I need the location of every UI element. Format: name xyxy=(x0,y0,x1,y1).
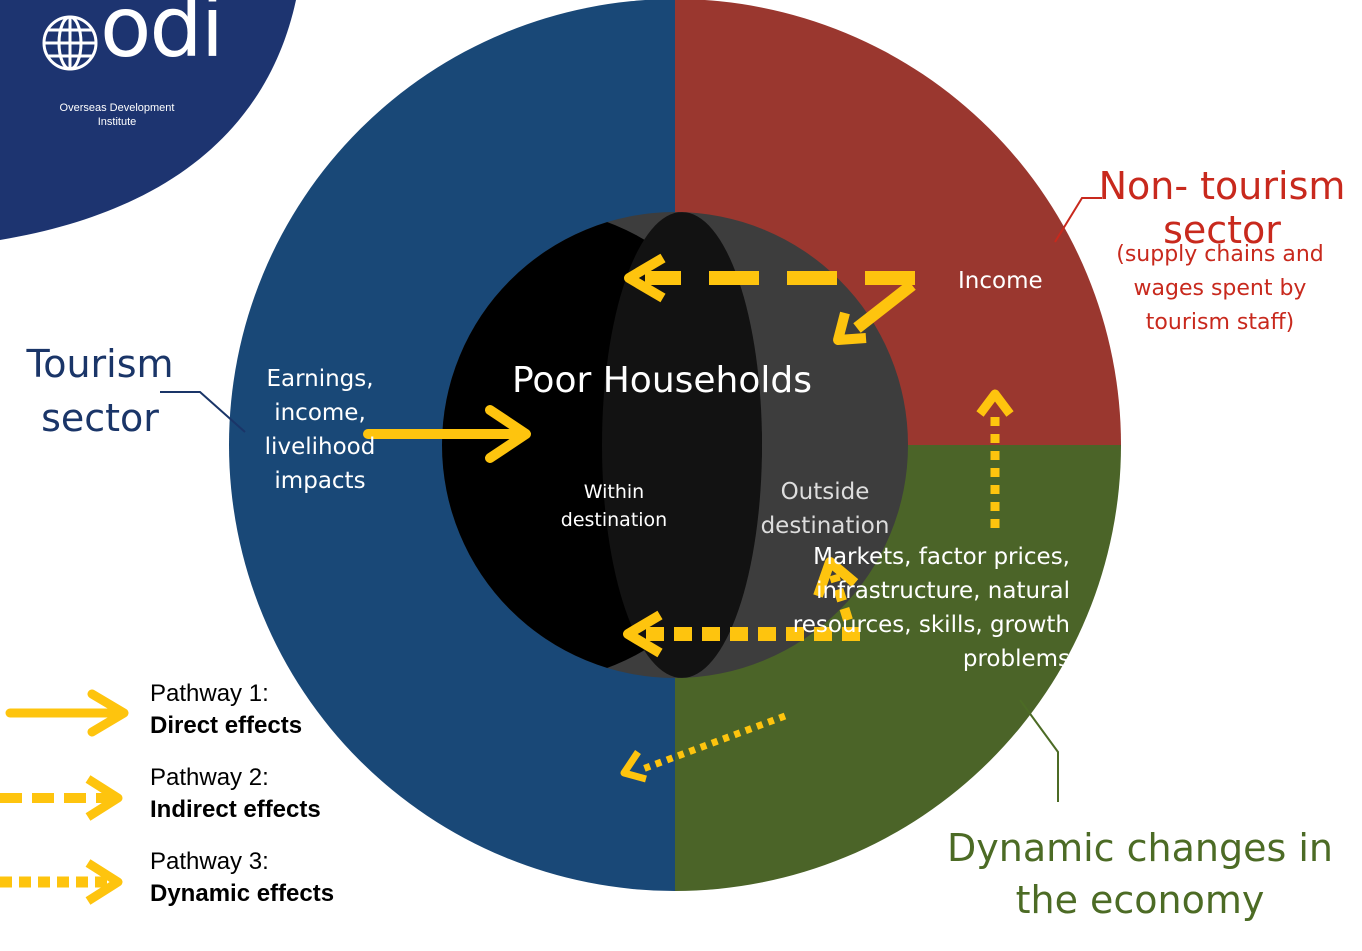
legend-solid-arrow-icon xyxy=(5,689,129,737)
legend-label: Pathway 2: xyxy=(150,764,269,791)
within-destination-label: Within destination xyxy=(560,481,668,531)
poor-households-title: Poor Households xyxy=(512,360,812,401)
dynamic-effect-arrows xyxy=(620,389,1014,783)
non-tourism-detail: (supply chains and wages spent by touris… xyxy=(1116,242,1324,335)
odi-subtitle-line2: Institute xyxy=(97,116,137,128)
markets-text: Markets, factor prices, infrastructure, … xyxy=(792,544,1070,672)
legend-item-pathway-3: Pathway 3: Dynamic effects xyxy=(150,846,410,910)
non-tourism-leader-line xyxy=(1054,197,1102,243)
legend-label: Pathway 1: xyxy=(150,680,269,707)
non-tourism-sector-label: Non- tourism sector xyxy=(1082,164,1362,252)
legend-description: Dynamic effects xyxy=(150,880,335,907)
tourism-sector-line2: sector xyxy=(41,396,159,440)
legend-item-pathway-2: Pathway 2: Indirect effects xyxy=(150,762,410,826)
legend-label: Pathway 3: xyxy=(150,848,269,875)
legend-dashed-arrow-icon xyxy=(0,775,123,821)
tourism-leader-line xyxy=(160,391,246,433)
globe-icon xyxy=(42,15,98,71)
dynamic-changes-label: Dynamic changes in the economy xyxy=(946,826,1334,922)
non-tourism-line1: Non- tourism xyxy=(1098,164,1346,208)
legend-description: Indirect effects xyxy=(150,796,321,823)
dynamic-leader-line xyxy=(1019,699,1059,802)
destination-overlap-lens xyxy=(602,212,762,678)
tourism-sector-line1: Tourism xyxy=(26,342,174,386)
outside-destination-label: Outside destination xyxy=(760,479,890,539)
income-text: Income xyxy=(958,268,1043,294)
indirect-effect-arrow xyxy=(624,253,916,345)
non-tourism-line2: sector xyxy=(1163,208,1281,252)
earnings-text: Earnings, income, livelihood impacts xyxy=(264,366,376,494)
legend-item-pathway-1: Pathway 1: Direct effects xyxy=(150,678,410,742)
odi-subtitle-line1: Overseas Development xyxy=(59,102,175,114)
legend-dotted-arrow-icon xyxy=(0,859,123,905)
odi-wordmark: odi xyxy=(100,0,224,76)
odi-logo-background xyxy=(0,0,296,240)
odi-subtitle: Overseas Development Institute xyxy=(52,101,182,129)
legend-description: Direct effects xyxy=(150,712,303,739)
direct-effect-arrow xyxy=(363,405,531,463)
tourism-sector-label: Tourism sector xyxy=(0,337,200,445)
